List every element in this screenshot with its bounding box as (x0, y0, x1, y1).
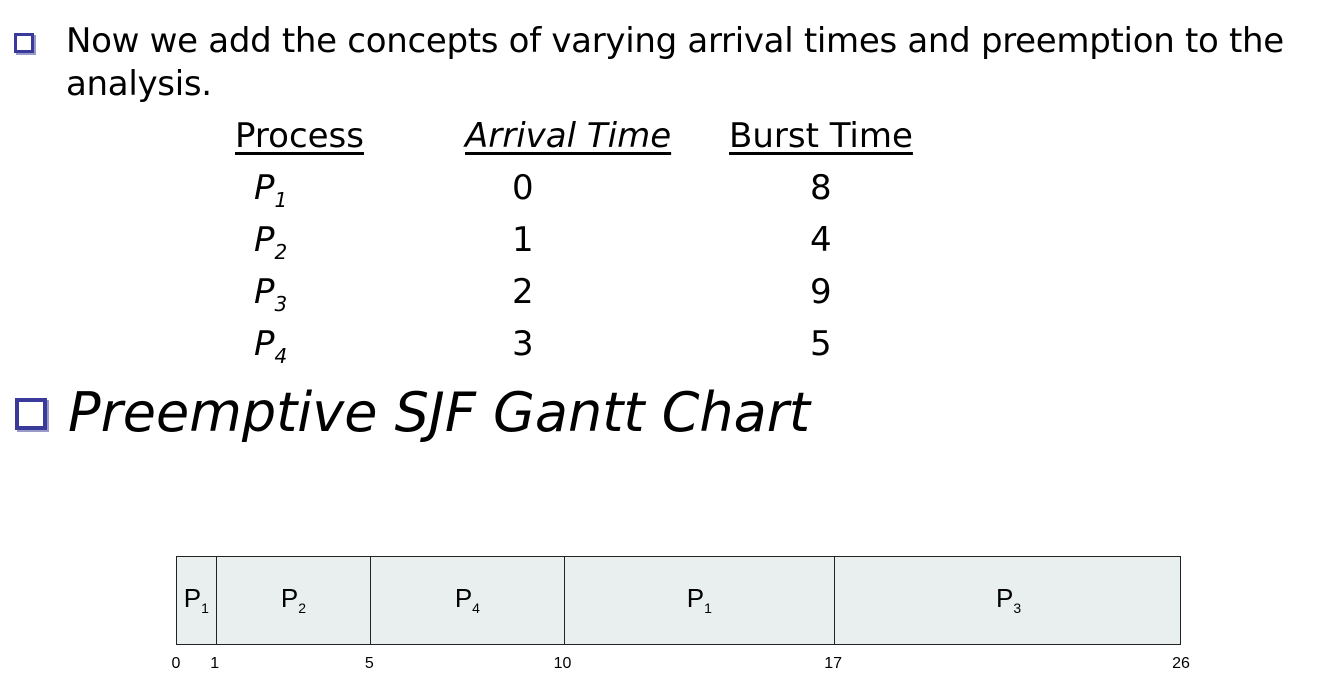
gantt-tick-label: 10 (553, 655, 572, 672)
gantt-segment: P1 (563, 557, 835, 644)
arrival-cell: 3 (512, 324, 534, 364)
header-arrival-time: Arrival Time (465, 115, 671, 157)
gantt-tick-label: 0 (171, 655, 181, 672)
gantt-tick-label: 26 (1172, 655, 1190, 672)
header-burst-time: Burst Time (729, 116, 913, 156)
burst-cell: 8 (810, 168, 832, 208)
bullet-square-icon (14, 33, 34, 53)
gantt-segment-label: P4 (454, 583, 480, 616)
intro-text-line-2: analysis. (66, 64, 212, 104)
gantt-chart: P1 P2 P4 P1 P3 (176, 556, 1181, 645)
gantt-heading: Preemptive SJF Gantt Chart (68, 381, 811, 444)
process-cell: P2 (254, 220, 288, 264)
header-arrival-word: Arrival Time (465, 116, 672, 156)
gantt-segment: P2 (215, 557, 371, 644)
gantt-segment-label: P1 (686, 583, 712, 616)
intro-text-line-1: Now we add the concepts of varying arriv… (66, 21, 1284, 61)
gantt-segment: P1 (177, 557, 216, 644)
burst-cell: 9 (810, 272, 832, 312)
process-cell: P1 (254, 168, 288, 212)
gantt-segment-label: P2 (280, 583, 307, 616)
gantt-segment: P4 (370, 557, 563, 644)
process-cell: P3 (254, 272, 288, 316)
gantt-segment: P3 (834, 557, 1182, 644)
gantt-tick-label: 1 (210, 655, 220, 672)
gantt-segment-label: P1 (183, 583, 209, 616)
bullet-square-icon (15, 398, 47, 430)
burst-cell: 4 (810, 220, 832, 260)
gantt-tick-label: 5 (364, 655, 374, 672)
header-process: Process (235, 116, 364, 156)
process-cell: P4 (254, 324, 288, 368)
arrival-cell: 1 (512, 220, 534, 260)
gantt-tick-label: 17 (824, 655, 843, 672)
burst-cell: 5 (810, 324, 832, 364)
gantt-segment-label: P3 (995, 583, 1022, 616)
arrival-cell: 0 (512, 168, 534, 208)
arrival-cell: 2 (512, 272, 534, 312)
